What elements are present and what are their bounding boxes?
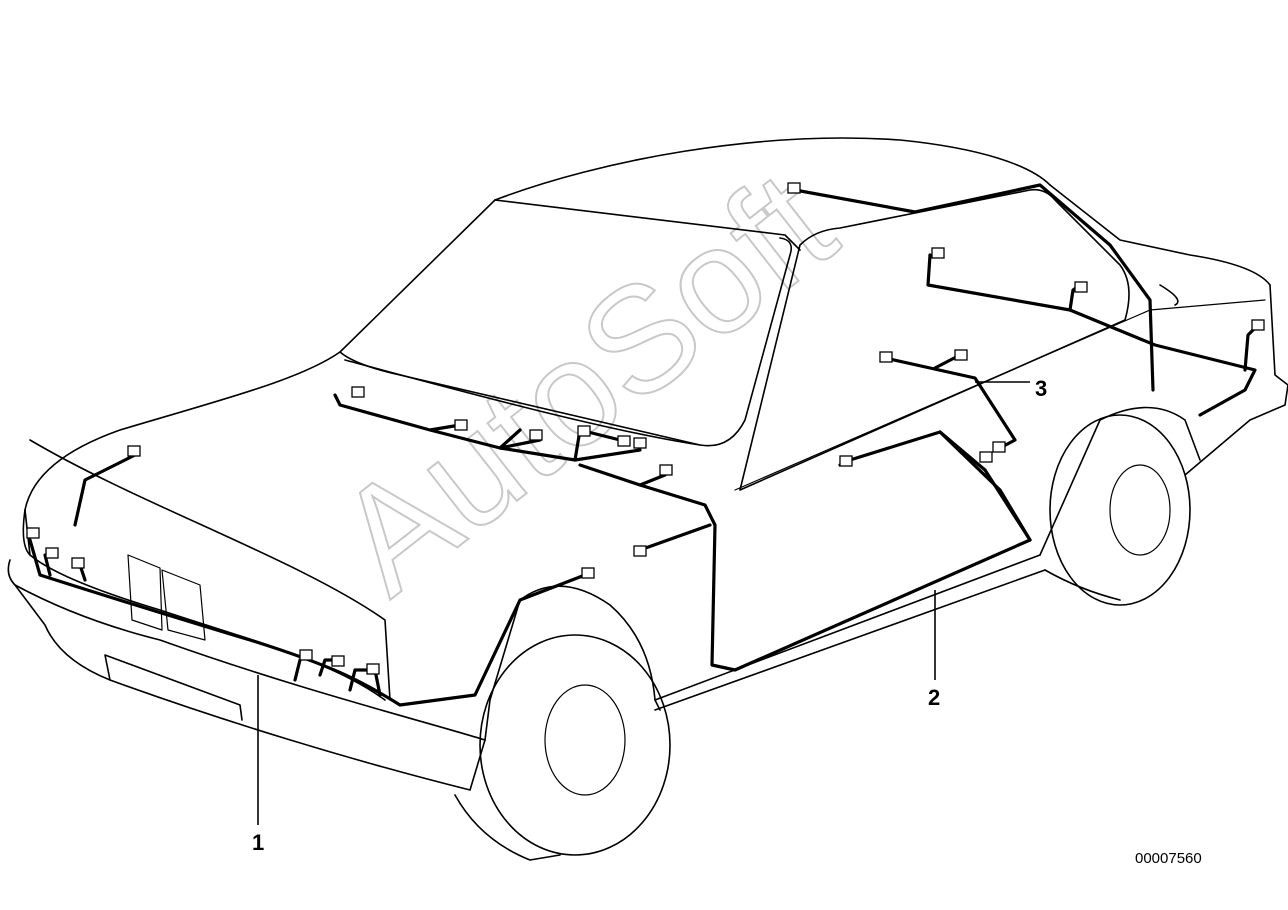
harness-connectors	[26, 182, 1265, 675]
wiring-harness-front	[28, 393, 1032, 707]
callout-label-1: 1	[252, 830, 264, 855]
callout-label-3: 3	[1035, 376, 1047, 401]
wiring-harness-interior	[883, 353, 1017, 450]
callout-label-2: 2	[928, 685, 940, 710]
car-body-outline	[7, 137, 1288, 861]
reference-number: 00007560	[1135, 850, 1202, 867]
